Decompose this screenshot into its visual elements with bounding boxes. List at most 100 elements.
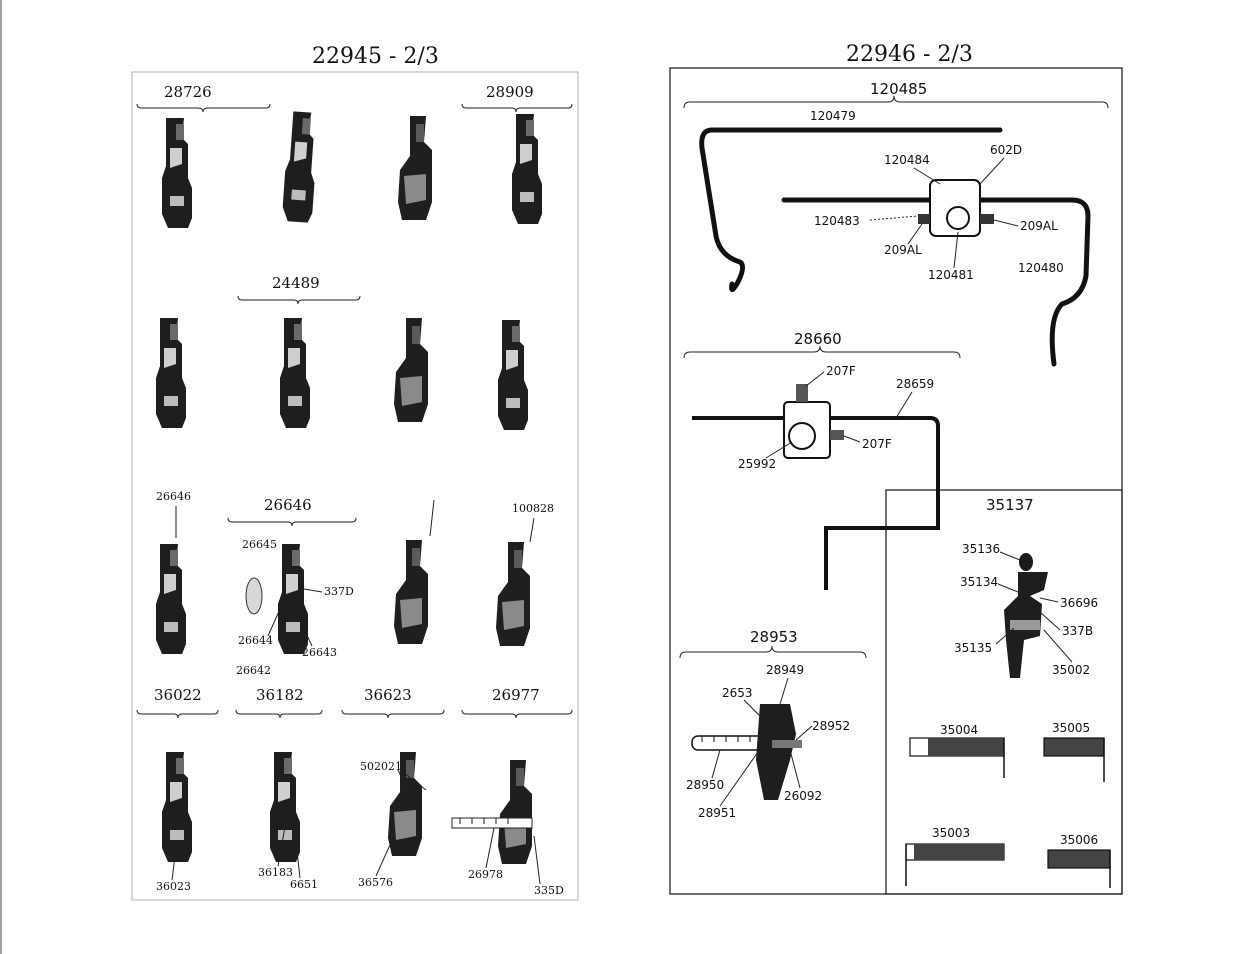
leader-36183 (277, 809, 289, 867)
label-28951: 28951 (698, 806, 736, 820)
label-28952: 28952 (812, 719, 850, 733)
brace-26977 (461, 709, 573, 719)
label-120480: 120480 (1018, 261, 1064, 275)
group-label-26977: 26977 (492, 686, 540, 704)
presser-foot-28726 (162, 118, 192, 228)
group-label-28726: 28726 (164, 83, 212, 101)
callout-36183: 36183 (258, 866, 293, 879)
callout-335D: 335D (534, 884, 564, 897)
leader-209AL-b (993, 219, 1019, 227)
leader-120481 (953, 231, 959, 269)
presser-foot-r2-1 (156, 318, 186, 428)
leader-209AL-a (907, 223, 923, 245)
callout-337D: 337D (324, 585, 354, 598)
brace-28953 (679, 645, 867, 659)
right-page-title: 22946 - 2/3 (846, 42, 973, 67)
presser-foot-26977 (498, 760, 532, 864)
presser-foot-36182 (270, 752, 300, 862)
label-35135: 35135 (954, 641, 992, 655)
brace-26646 (227, 517, 357, 527)
presser-foot-28949 (756, 704, 796, 800)
presser-foot-r3-3 (394, 540, 428, 644)
group-label-26646: 26646 (264, 496, 312, 514)
leader-337B (1039, 611, 1061, 631)
leader-207F-b (843, 435, 861, 443)
label-36696: 36696 (1060, 596, 1098, 610)
clamp-hole-25992 (788, 422, 816, 450)
leader-502021-b (399, 769, 427, 791)
gauge-label-35004: 35004 (940, 723, 978, 737)
leader-2653 (743, 699, 765, 721)
label-35002: 35002 (1052, 663, 1090, 677)
guide-plate-26645 (245, 577, 263, 615)
brace-120485 (683, 95, 1109, 109)
leader-28949 (779, 677, 789, 705)
scale-26978 (451, 817, 533, 829)
brace-28726 (136, 103, 271, 113)
presser-foot-r2-4 (498, 320, 528, 430)
gauge-35005 (1043, 737, 1105, 782)
label-207F-b: 207F (862, 437, 892, 451)
label-120479: 120479 (810, 109, 856, 123)
label-120483: 120483 (814, 214, 860, 228)
callout-36023: 36023 (156, 880, 191, 893)
label-120484: 120484 (884, 153, 930, 167)
brace-36022 (136, 709, 219, 719)
callout-26645: 26645 (242, 538, 277, 551)
leader-207F-a (805, 371, 825, 387)
inset-frame-35137 (885, 489, 1123, 895)
label-602D: 602D (990, 143, 1022, 157)
gauge-35003 (905, 843, 1005, 886)
gauge-35006 (1047, 849, 1111, 888)
leader-36696 (1039, 597, 1059, 603)
presser-foot-r1-2 (281, 111, 320, 223)
group-label-24489: 24489 (272, 274, 320, 292)
leader-36023 (171, 847, 177, 881)
callout-36576: 36576 (358, 876, 393, 889)
leader-35134 (997, 583, 1019, 593)
left-panel-frame (131, 71, 579, 901)
label-28950: 28950 (686, 778, 724, 792)
label-35134: 35134 (960, 575, 998, 589)
callout-502021: 502021 (360, 760, 402, 773)
label-207F-a: 207F (826, 364, 856, 378)
leader-28659 (895, 391, 913, 419)
presser-foot-r1-3 (398, 116, 432, 220)
leader-35136 (999, 551, 1021, 561)
leader-28950 (711, 749, 721, 779)
label-120481: 120481 (928, 268, 974, 282)
rod-28659 (692, 416, 940, 590)
leader-502021-a (397, 769, 413, 801)
presser-foot-26646 (278, 544, 308, 654)
brace-36182 (235, 709, 323, 719)
leader-120484 (913, 167, 941, 185)
presser-foot-28909 (512, 114, 542, 224)
leader-35135 (995, 627, 1015, 645)
group-label-36022: 36022 (154, 686, 202, 704)
left-panel: 28726 28909 24489 26646 26645 337D 26644… (131, 71, 579, 901)
assembly-title-120485: 120485 (870, 80, 927, 98)
assembly-title-35137: 35137 (986, 496, 1034, 514)
label-2653: 2653 (722, 686, 753, 700)
presser-foot-24489 (280, 318, 310, 428)
label-26092: 26092 (784, 789, 822, 803)
group-label-28909: 28909 (486, 83, 534, 101)
knob-35136 (1019, 553, 1033, 571)
right-panel-frame (669, 67, 1123, 895)
brace-28660 (683, 345, 961, 359)
assembly-title-28953: 28953 (750, 628, 798, 646)
leader-602D (979, 157, 1005, 185)
callout-100828: 100828 (512, 502, 554, 515)
callout-26978: 26978 (468, 868, 503, 881)
rod-120480 (781, 197, 1091, 367)
presser-foot-36022 (162, 752, 192, 862)
gauge-35004 (909, 737, 1005, 778)
brace-24489 (237, 295, 361, 305)
group-label-36182: 36182 (256, 686, 304, 704)
presser-foot-r3-1 (156, 544, 186, 654)
brace-36623 (341, 709, 445, 719)
label-209AL-b: 209AL (1020, 219, 1058, 233)
leader-35002 (1043, 629, 1073, 663)
leader-120483 (869, 215, 919, 221)
